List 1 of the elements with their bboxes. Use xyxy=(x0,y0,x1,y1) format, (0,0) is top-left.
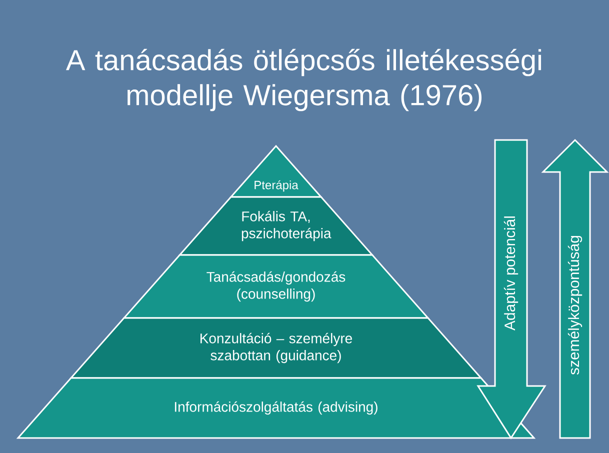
title: A tanácsadás ötlépcsős illetékességi modellje Wiegersma (1976) xyxy=(66,48,542,112)
